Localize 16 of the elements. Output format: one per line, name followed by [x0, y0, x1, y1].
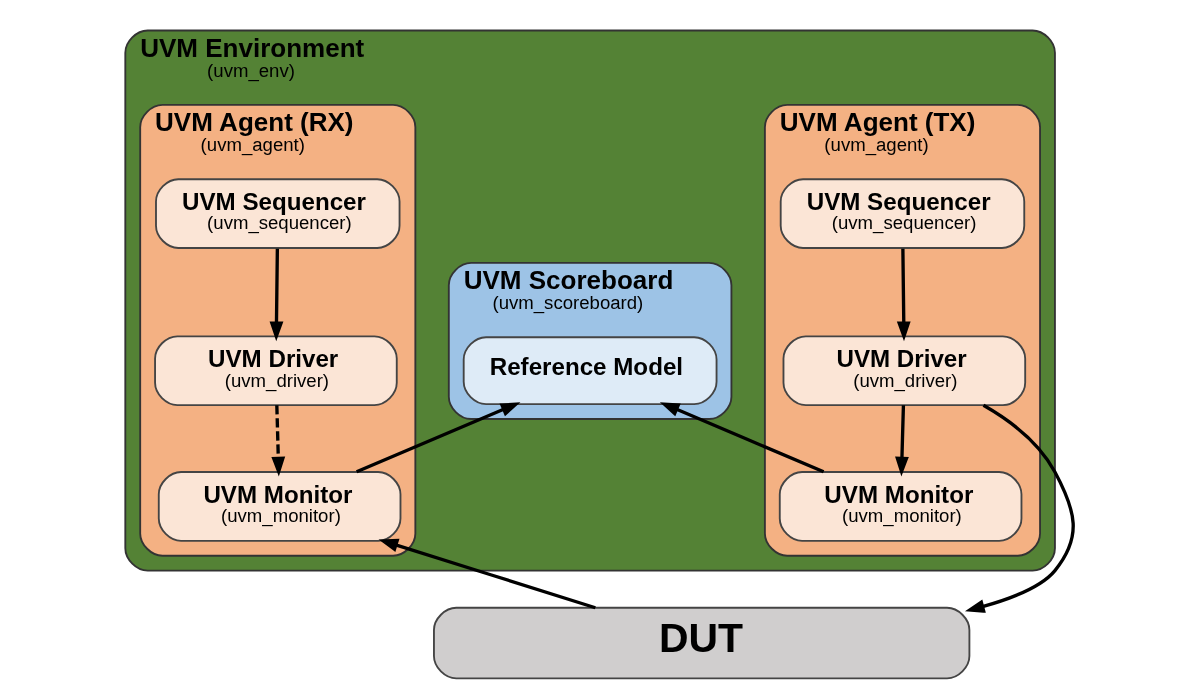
node-box: UVM Monitor (uvm_monitor)	[157, 471, 402, 542]
arrow	[895, 405, 909, 477]
arrow	[964, 403, 1075, 613]
node-box: UVM Sequencer (uvm_sequencer)	[779, 178, 1026, 249]
arrow	[271, 405, 286, 477]
node-box: UVM Sequencer (uvm_sequencer)	[155, 178, 401, 249]
arrow	[896, 248, 911, 342]
arrow	[356, 402, 521, 474]
node-box: UVM Driver (uvm_driver)	[782, 335, 1027, 407]
node-box: Reference Model	[462, 336, 718, 406]
node-box: DUT	[433, 606, 971, 680]
arrow	[378, 538, 596, 610]
arrow	[269, 248, 284, 342]
arrow	[659, 402, 825, 474]
node-box: UVM Driver (uvm_driver)	[154, 335, 398, 407]
node-box: UVM Monitor (uvm_monitor)	[778, 471, 1023, 542]
